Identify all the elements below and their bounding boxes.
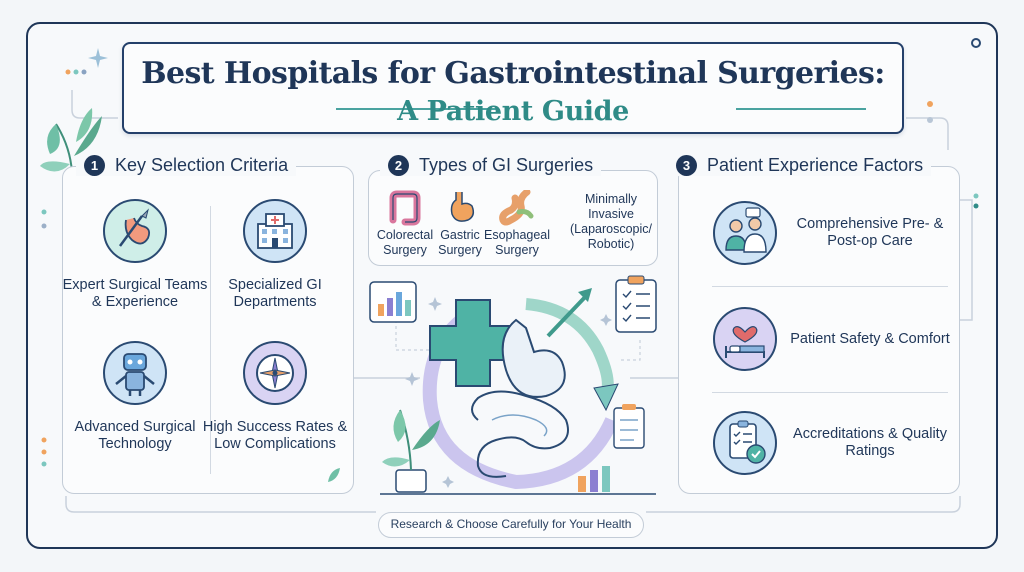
title-banner: Best Hospitals for Gastrointestinal Surg… [122, 42, 904, 134]
criteria-item-gi-departments: Specialized GI Departments [200, 198, 350, 311]
criteria-item-expert-teams: Expert Surgical Teams & Experience [60, 198, 210, 311]
criteria-label: Advanced Surgical Technology [74, 419, 196, 452]
criteria-item-success-rates: High Success Rates & Low Complications [200, 340, 350, 453]
clipboard-icon [615, 275, 657, 333]
stomach-icon [450, 192, 475, 222]
experience-divider [712, 392, 948, 393]
criteria-divider [210, 206, 211, 474]
criteria-item-technology: Advanced Surgical Technology [60, 340, 210, 453]
title-rule-right [736, 108, 866, 110]
checklist-badge-icon [713, 411, 777, 475]
stomach-scalpel-icon [103, 199, 167, 263]
surgery-label: Gastric Surgery [438, 228, 482, 257]
experience-label: Patient Safety & Comfort [790, 330, 950, 347]
experience-heading-text: Patient Experience Factors [707, 155, 924, 175]
surgery-type-minimally-invasive: Minimally Invasive (Laparoscopic/ Roboti… [564, 192, 658, 252]
experience-item-accreditations: Accreditations & Quality Ratings [712, 410, 962, 476]
footer-note: Research & Choose Carefully for Your Hea… [378, 512, 644, 538]
surgery-label: Colorectal Surgery [376, 228, 434, 257]
central-gi-illustration [369, 275, 657, 495]
compass-icon [243, 341, 307, 405]
experience-heading: 3 Patient Experience Factors [668, 155, 932, 176]
doctor-patient-icon [713, 201, 777, 265]
section-number: 2 [388, 155, 409, 176]
section-number: 3 [676, 155, 697, 176]
surgery-label: Esophageal Surgery [484, 228, 551, 257]
surgeries-heading: 2 Types of GI Surgeries [380, 155, 602, 176]
criteria-label: Expert Surgical Teams & Experience [62, 277, 208, 310]
surgeries-heading-text: Types of GI Surgeries [419, 155, 594, 175]
hospital-bed-heart-icon [713, 307, 777, 371]
experience-item-care: Comprehensive Pre- & Post-op Care [712, 200, 962, 266]
experience-label: Comprehensive Pre- & Post-op Care [796, 216, 944, 249]
colon-icon [389, 190, 421, 226]
esophagus-icon [499, 190, 534, 226]
surgery-type-gastric: Gastric Surgery [434, 190, 486, 258]
experience-label: Accreditations & Quality Ratings [793, 426, 947, 459]
criteria-label: High Success Rates & Low Complications [202, 419, 348, 452]
criteria-heading-text: Key Selection Criteria [115, 155, 289, 175]
surgery-type-colorectal: Colorectal Surgery [374, 190, 436, 258]
bar-chart-card-icon [369, 281, 417, 323]
surgery-type-esophageal: Esophageal Surgery [484, 190, 550, 258]
surgical-robot-icon [103, 341, 167, 405]
leaves-icon [40, 108, 102, 173]
small-leaf-icon [328, 468, 340, 482]
criteria-heading: 1 Key Selection Criteria [76, 155, 297, 176]
experience-divider [712, 286, 948, 287]
checklist-small-icon [613, 404, 645, 449]
surgery-label: Minimally Invasive (Laparoscopic/ Roboti… [570, 192, 652, 251]
hospital-building-icon [243, 199, 307, 263]
page-subtitle: A Patient Guide [397, 96, 629, 127]
title-rule-left [336, 108, 496, 110]
criteria-label: Specialized GI Departments [228, 277, 322, 310]
section-number: 1 [84, 155, 105, 176]
plant-icon [382, 409, 440, 493]
page-title: Best Hospitals for Gastrointestinal Surg… [141, 56, 885, 91]
experience-item-safety: Patient Safety & Comfort [712, 306, 962, 372]
